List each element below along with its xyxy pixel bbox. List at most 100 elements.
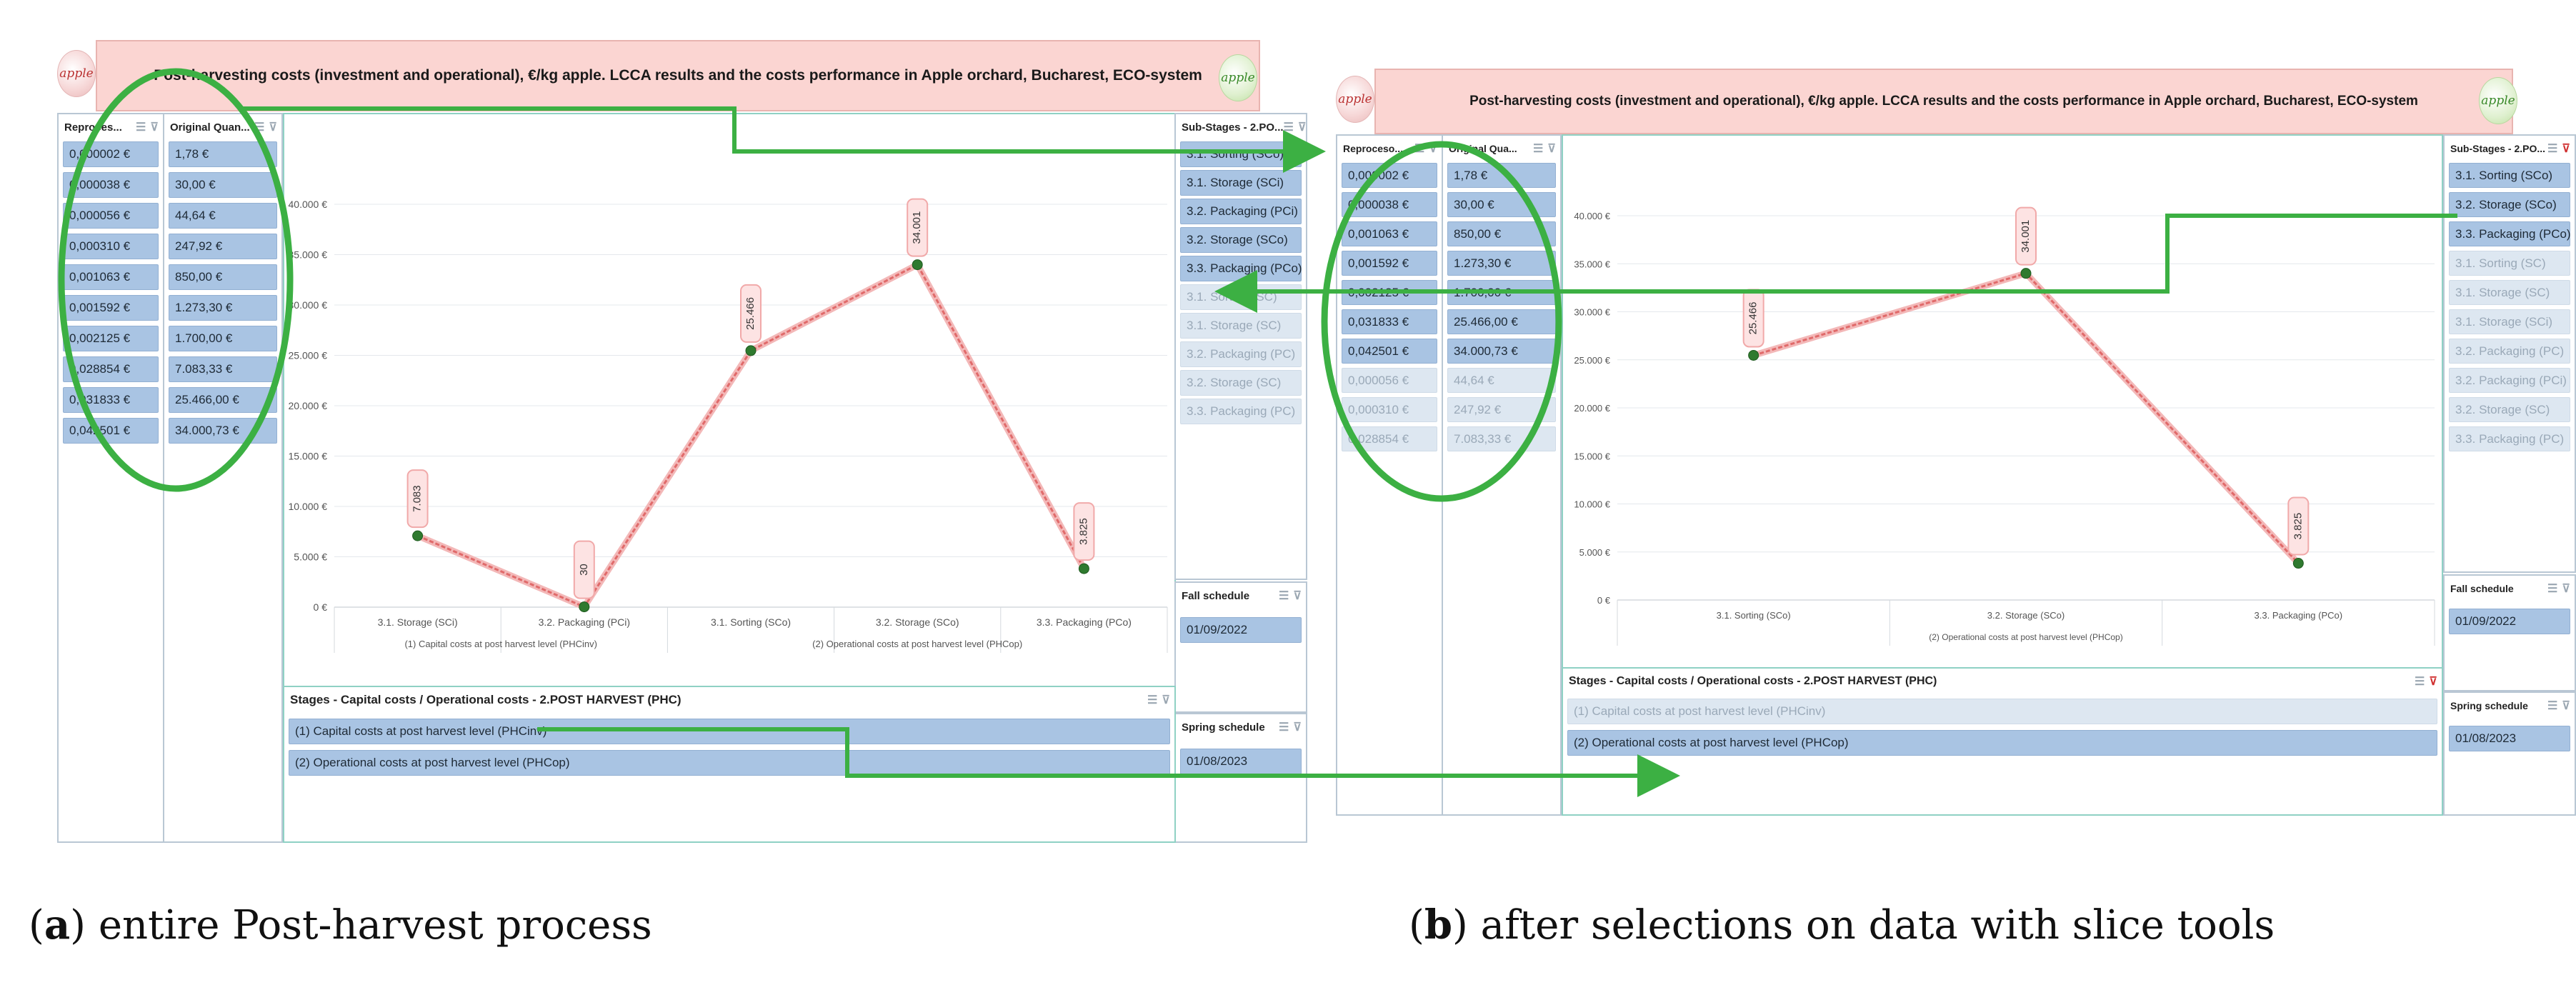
slicer-item[interactable]: 34.000,73 € bbox=[1447, 339, 1556, 364]
slicer-fall-schedule[interactable]: Fall schedule ☰ ⊽ 01/09/2022 bbox=[1174, 581, 1307, 713]
slicer-item[interactable]: 0,042501 € bbox=[63, 418, 159, 444]
clear-filter-icon[interactable]: ⊽ bbox=[269, 121, 277, 134]
slicer-item[interactable]: (2) Operational costs at post harvest le… bbox=[1567, 730, 2437, 756]
slicer-item[interactable]: 0,001063 € bbox=[63, 264, 159, 290]
slicer-item[interactable]: 0,031833 € bbox=[1342, 309, 1437, 334]
date-item-fall[interactable]: 01/09/2022 bbox=[2449, 609, 2570, 634]
date-item-fall[interactable]: 01/09/2022 bbox=[1180, 617, 1302, 643]
slicer-item[interactable]: 850,00 € bbox=[169, 264, 277, 290]
slicer-item[interactable]: 3.3. Packaging (PC) bbox=[2449, 426, 2570, 451]
date-item-spring[interactable]: 01/08/2023 bbox=[2449, 726, 2570, 751]
slicer-item[interactable]: 44,64 € bbox=[1447, 368, 1556, 393]
multi-select-icon[interactable]: ☰ bbox=[135, 121, 146, 134]
slicer-item[interactable]: 3.3. Packaging (PCo) bbox=[2449, 221, 2571, 246]
slicer-item[interactable]: (1) Capital costs at post harvest level … bbox=[289, 719, 1170, 744]
multi-select-icon[interactable]: ☰ bbox=[254, 121, 265, 134]
slicer-spring-schedule[interactable]: Spring schedule ☰ ⊽ 01/08/2023 bbox=[2443, 691, 2576, 816]
clear-filter-icon[interactable]: ⊽ bbox=[1293, 590, 1302, 602]
slicer-item[interactable]: 0,000038 € bbox=[1342, 192, 1437, 217]
slicer-item[interactable]: 3.2. Storage (SCo) bbox=[1180, 227, 1302, 253]
multi-select-icon[interactable]: ☰ bbox=[2547, 700, 2558, 712]
slicer-item[interactable]: 3.1. Sorting (SC) bbox=[1180, 284, 1302, 310]
slicer-item[interactable]: 0,001592 € bbox=[63, 295, 159, 321]
slicer-item[interactable]: 44,64 € bbox=[169, 203, 277, 229]
slicer-item[interactable]: 25.466,00 € bbox=[169, 387, 277, 413]
slicer-item[interactable]: (2) Operational costs at post harvest le… bbox=[289, 750, 1170, 776]
slicer-spring-schedule[interactable]: Spring schedule ☰ ⊽ 01/08/2023 bbox=[1174, 713, 1307, 843]
slicer-item[interactable]: 0,002125 € bbox=[63, 326, 159, 351]
slicer-item[interactable]: 0,000038 € bbox=[63, 172, 159, 198]
clear-filter-icon[interactable]: ⊽ bbox=[2562, 700, 2570, 712]
slicer-item[interactable]: 0,000056 € bbox=[1342, 368, 1437, 393]
slicer-item[interactable]: 1.700,00 € bbox=[169, 326, 277, 351]
slicer-item[interactable]: 30,00 € bbox=[169, 172, 277, 198]
multi-select-icon[interactable]: ☰ bbox=[1278, 590, 1289, 602]
clear-filter-icon[interactable]: ⊽ bbox=[1162, 694, 1170, 706]
slicer-item[interactable]: 3.1. Storage (SC) bbox=[2449, 280, 2570, 305]
slicer-item[interactable]: 0,000002 € bbox=[1342, 163, 1437, 188]
clear-filter-icon[interactable]: ⊽ bbox=[1429, 143, 1437, 155]
slicer-item[interactable]: 0,042501 € bbox=[1342, 339, 1437, 364]
slicer-item[interactable]: 30,00 € bbox=[1447, 192, 1556, 217]
slicer-substages[interactable]: Sub-Stages - 2.PO... ☰ ⊽ 3.1. Sorting (S… bbox=[2443, 134, 2576, 573]
slicer-original-quantity[interactable]: Original Qua... ☰ ⊽ 1,78 €30,00 €850,00 … bbox=[1442, 134, 1562, 816]
multi-select-icon[interactable]: ☰ bbox=[1283, 121, 1294, 134]
slicer-item[interactable]: 3.1. Sorting (SC) bbox=[2449, 251, 2570, 276]
clear-filter-icon[interactable]: ⊽ bbox=[2429, 676, 2437, 688]
slicer-item[interactable]: 0,000310 € bbox=[1342, 397, 1437, 422]
slicer-item[interactable]: 3.2. Packaging (PC) bbox=[2449, 339, 2570, 364]
slicer-item[interactable]: (1) Capital costs at post harvest level … bbox=[1567, 699, 2437, 724]
slicer-fall-schedule[interactable]: Fall schedule ☰ ⊽ 01/09/2022 bbox=[2443, 574, 2576, 691]
slicer-item[interactable]: 0,001063 € bbox=[1342, 221, 1437, 246]
slicer-item[interactable]: 7.083,33 € bbox=[1447, 426, 1556, 451]
slicer-item[interactable]: 3.1. Storage (SCi) bbox=[2449, 309, 2570, 334]
slicer-item[interactable]: 3.2. Packaging (PCi) bbox=[1180, 199, 1302, 224]
slicer-item[interactable]: 3.2. Packaging (PCi) bbox=[2449, 368, 2570, 393]
date-item-spring[interactable]: 01/08/2023 bbox=[1180, 749, 1302, 774]
slicer-stages[interactable]: Stages - Capital costs / Operational cos… bbox=[283, 686, 1176, 843]
clear-filter-icon[interactable]: ⊽ bbox=[1297, 121, 1307, 134]
slicer-item[interactable]: 0,028854 € bbox=[63, 356, 159, 382]
slicer-item[interactable]: 3.1. Sorting (SCo) bbox=[2449, 163, 2570, 188]
clear-filter-icon[interactable]: ⊽ bbox=[150, 121, 159, 134]
multi-select-icon[interactable]: ☰ bbox=[1147, 694, 1158, 706]
slicer-reprocessed[interactable]: Reproceso... ☰ ⊽ 0,000002 €0,000038 €0,0… bbox=[1336, 134, 1443, 816]
slicer-item[interactable]: 0,000310 € bbox=[63, 234, 159, 259]
slicer-item[interactable]: 7.083,33 € bbox=[169, 356, 277, 382]
slicer-item[interactable]: 247,92 € bbox=[1447, 397, 1556, 422]
slicer-item[interactable]: 247,92 € bbox=[169, 234, 277, 259]
slicer-item[interactable]: 3.1. Storage (SCi) bbox=[1180, 170, 1302, 196]
slicer-item[interactable]: 3.3. Packaging (PCo) bbox=[1180, 256, 1302, 281]
clear-filter-icon[interactable]: ⊽ bbox=[1547, 143, 1556, 155]
slicer-item[interactable]: 0,031833 € bbox=[63, 387, 159, 413]
slicer-stages[interactable]: Stages - Capital costs / Operational cos… bbox=[1562, 667, 2443, 816]
multi-select-icon[interactable]: ☰ bbox=[2414, 676, 2425, 688]
slicer-item[interactable]: 3.2. Storage (SCo) bbox=[2449, 192, 2570, 217]
slicer-original-quantity[interactable]: Original Quan... ☰ ⊽ 1,78 €30,00 €44,64 … bbox=[163, 113, 283, 843]
multi-select-icon[interactable]: ☰ bbox=[2547, 143, 2558, 155]
slicer-substages[interactable]: Sub-Stages - 2.PO... ☰ ⊽ 3.1. Sorting (S… bbox=[1174, 113, 1307, 580]
multi-select-icon[interactable]: ☰ bbox=[2547, 583, 2558, 595]
slicer-item[interactable]: 0,028854 € bbox=[1342, 426, 1437, 451]
slicer-item[interactable]: 3.3. Packaging (PC) bbox=[1180, 399, 1302, 424]
slicer-reprocessed[interactable]: Reproces... ☰ ⊽ 0,000002 €0,000038 €0,00… bbox=[57, 113, 164, 843]
slicer-item[interactable]: 3.1. Sorting (SCo) bbox=[1180, 141, 1302, 167]
slicer-item[interactable]: 1.273,30 € bbox=[1447, 251, 1556, 276]
slicer-item[interactable]: 34.000,73 € bbox=[169, 418, 277, 444]
slicer-item[interactable]: 0,002125 € bbox=[1342, 280, 1437, 305]
slicer-item[interactable]: 850,00 € bbox=[1447, 221, 1556, 246]
slicer-item[interactable]: 0,001592 € bbox=[1342, 251, 1437, 276]
clear-filter-icon[interactable]: ⊽ bbox=[1293, 721, 1302, 734]
multi-select-icon[interactable]: ☰ bbox=[1414, 143, 1425, 155]
slicer-item[interactable]: 1,78 € bbox=[1447, 163, 1556, 188]
slicer-item[interactable]: 3.2. Storage (SC) bbox=[1180, 370, 1302, 396]
slicer-item[interactable]: 3.1. Storage (SC) bbox=[1180, 313, 1302, 339]
slicer-item[interactable]: 1,78 € bbox=[169, 141, 277, 167]
slicer-item[interactable]: 3.2. Packaging (PC) bbox=[1180, 341, 1302, 367]
multi-select-icon[interactable]: ☰ bbox=[1532, 143, 1544, 155]
slicer-item[interactable]: 0,000002 € bbox=[63, 141, 159, 167]
slicer-item[interactable]: 1.700,00 € bbox=[1447, 280, 1556, 305]
slicer-item[interactable]: 25.466,00 € bbox=[1447, 309, 1556, 334]
multi-select-icon[interactable]: ☰ bbox=[1278, 721, 1289, 734]
clear-filter-icon[interactable]: ⊽ bbox=[2562, 143, 2570, 155]
